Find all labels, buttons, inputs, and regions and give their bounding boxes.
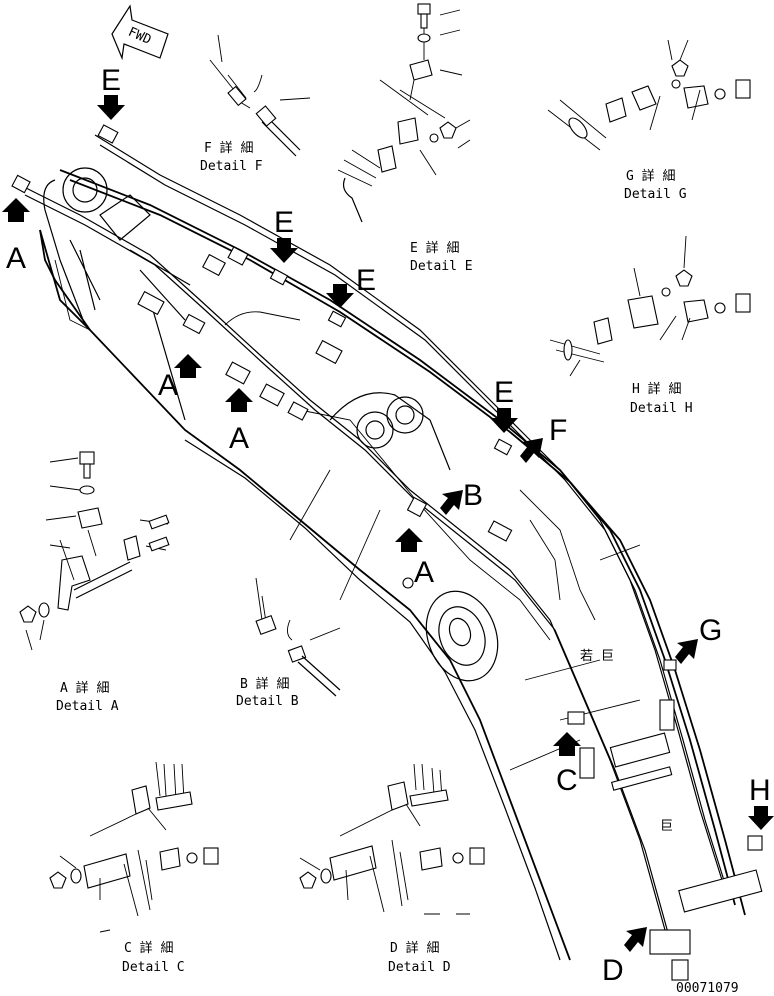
- detail-a-jp: A 詳 細: [60, 680, 109, 696]
- detail-d-jp: D 詳 細: [390, 940, 439, 956]
- callout-arrow-a2: [174, 354, 202, 378]
- detail-d-en: Detail D: [388, 960, 451, 975]
- detail-h: H 詳 細 Detail H: [549, 235, 751, 416]
- detail-e: E 詳 細 Detail E: [337, 3, 473, 274]
- callout-arrow-e3: [326, 284, 354, 308]
- detail-e-jp: E 詳 細: [410, 240, 459, 256]
- detail-b-en: Detail B: [236, 694, 299, 709]
- callout-letter-a3: A: [229, 422, 249, 455]
- callout-letter-e4: E: [494, 376, 514, 409]
- detail-c-jp: C 詳 細: [124, 940, 173, 956]
- callout-letter-g: G: [699, 614, 722, 647]
- callout-arrow-e1: [97, 95, 125, 120]
- callout-letter-e1: E: [101, 64, 121, 97]
- drawing-number: 00071079: [676, 981, 739, 996]
- callout-letter-e2: E: [274, 206, 294, 239]
- detail-c-en: Detail C: [122, 960, 185, 975]
- callout-arrows: [2, 95, 774, 952]
- callout-arrow-c: [553, 732, 581, 756]
- detail-f: F 詳 細 Detail F: [200, 34, 311, 174]
- callout-letter-c: C: [556, 764, 578, 797]
- detail-h-jp: H 詳 細: [632, 381, 681, 397]
- detail-a: A 詳 細 Detail A: [19, 451, 170, 714]
- callout-letter-f: F: [549, 414, 567, 447]
- callout-letter-d: D: [602, 954, 624, 987]
- detail-f-jp: F 詳 細: [204, 140, 253, 156]
- detail-h-en: Detail H: [630, 401, 693, 416]
- detail-a-en: Detail A: [56, 699, 119, 714]
- callout-letter-a2: A: [158, 369, 178, 402]
- callout-arrow-f: [520, 438, 543, 463]
- detail-g-en: Detail G: [624, 187, 687, 202]
- boom-mark-2: 巨: [660, 819, 673, 834]
- callout-letter-b: B: [463, 479, 483, 512]
- callout-letters: E A E E A A E F B A G C H D: [6, 64, 771, 987]
- callout-arrow-h: [748, 806, 774, 830]
- callout-letter-a4: A: [414, 556, 434, 589]
- detail-g: G 詳 細 Detail G: [547, 39, 751, 202]
- callout-arrow-a3: [225, 388, 253, 412]
- callout-arrow-d: [624, 927, 647, 952]
- callout-arrow-e4: [490, 408, 518, 433]
- detail-b: B 詳 細 Detail B: [236, 577, 341, 709]
- callout-letter-e3: E: [356, 264, 376, 297]
- fwd-label: FWD: [126, 25, 154, 48]
- detail-f-en: Detail F: [200, 159, 263, 174]
- detail-e-en: Detail E: [410, 259, 473, 274]
- detail-c: C 詳 細 Detail C: [49, 761, 219, 975]
- fwd-marker: FWD: [111, 4, 169, 61]
- boom-mark-1: 若 巨: [580, 648, 614, 664]
- callout-arrow-g: [675, 639, 698, 664]
- callout-arrow-a1: [2, 198, 30, 222]
- detail-g-jp: G 詳 細: [626, 168, 675, 184]
- boom-body: [11, 124, 763, 981]
- callout-letter-h: H: [749, 774, 771, 807]
- callout-arrow-a4: [395, 528, 423, 552]
- callout-arrow-e2: [270, 238, 298, 263]
- detail-b-jp: B 詳 細: [240, 676, 289, 692]
- callout-letter-a1: A: [6, 242, 26, 275]
- callout-arrow-b: [440, 490, 463, 515]
- detail-d: D 詳 細 Detail D: [299, 763, 485, 975]
